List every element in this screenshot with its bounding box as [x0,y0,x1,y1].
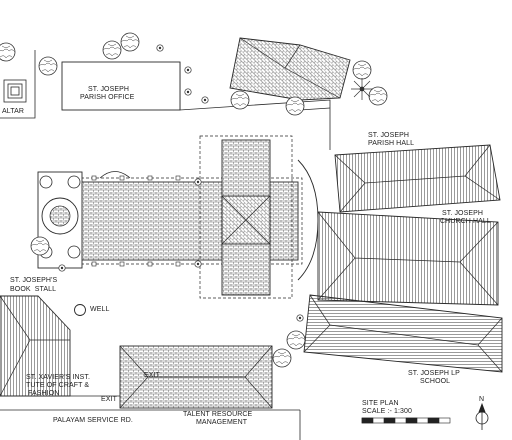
well-label: WELL [90,306,110,313]
altar-label: ALTAR [2,108,25,115]
book-stall-building [0,295,71,397]
parish-hall-label-2: PARISH HALL [368,140,415,147]
church-building [37,135,319,299]
scale-label: SCALE :- 1:300 [362,408,413,415]
parish-office-building [61,61,181,111]
star-palm-icon [351,78,373,100]
north-arrow-icon [475,402,489,430]
altar-structure [3,79,27,103]
church-hall-label-1: ST. JOSEPH [442,210,484,217]
talent-label-1: TALENT RESOURCE [183,411,253,418]
lp-school-label-1: ST. JOSEPH LP [408,370,460,377]
north-label: N [479,396,485,403]
top-residence-building [229,37,351,101]
exit-label-talent: EXIT [144,372,160,379]
xaviers-label-2: TUTE OF CRAFT & [26,382,90,389]
lp-school-building [303,294,503,373]
scale-bar [361,417,451,424]
church-hall-building [317,211,499,306]
parish-hall-building [334,144,501,213]
xaviers-label-3: FASHION [28,390,60,397]
parish-hall-label-1: ST. JOSEPH [368,132,410,139]
exit-label-road: EXIT [101,396,117,403]
lp-school-label-2: SCHOOL [420,378,451,385]
xaviers-label-1: ST. XAVIER'S INST. [26,374,91,381]
parish-office-label-2: PARISH OFFICE [80,94,135,101]
well [74,304,86,316]
site-plan-title: SITE PLAN [362,400,399,407]
talent-label-2: MANAGEMENT [196,419,248,426]
parish-office-label-1: ST. JOSEPH [88,86,130,93]
church-hall-label-2: CHURCH HALL [440,218,491,225]
service-road-label: PALAYAM SERVICE RD. [53,417,133,424]
book-stall-label-2: BOOK STALL [10,286,57,293]
talent-resource-building [119,345,273,409]
book-stall-label-1: ST. JOSEPH'S [10,277,58,284]
